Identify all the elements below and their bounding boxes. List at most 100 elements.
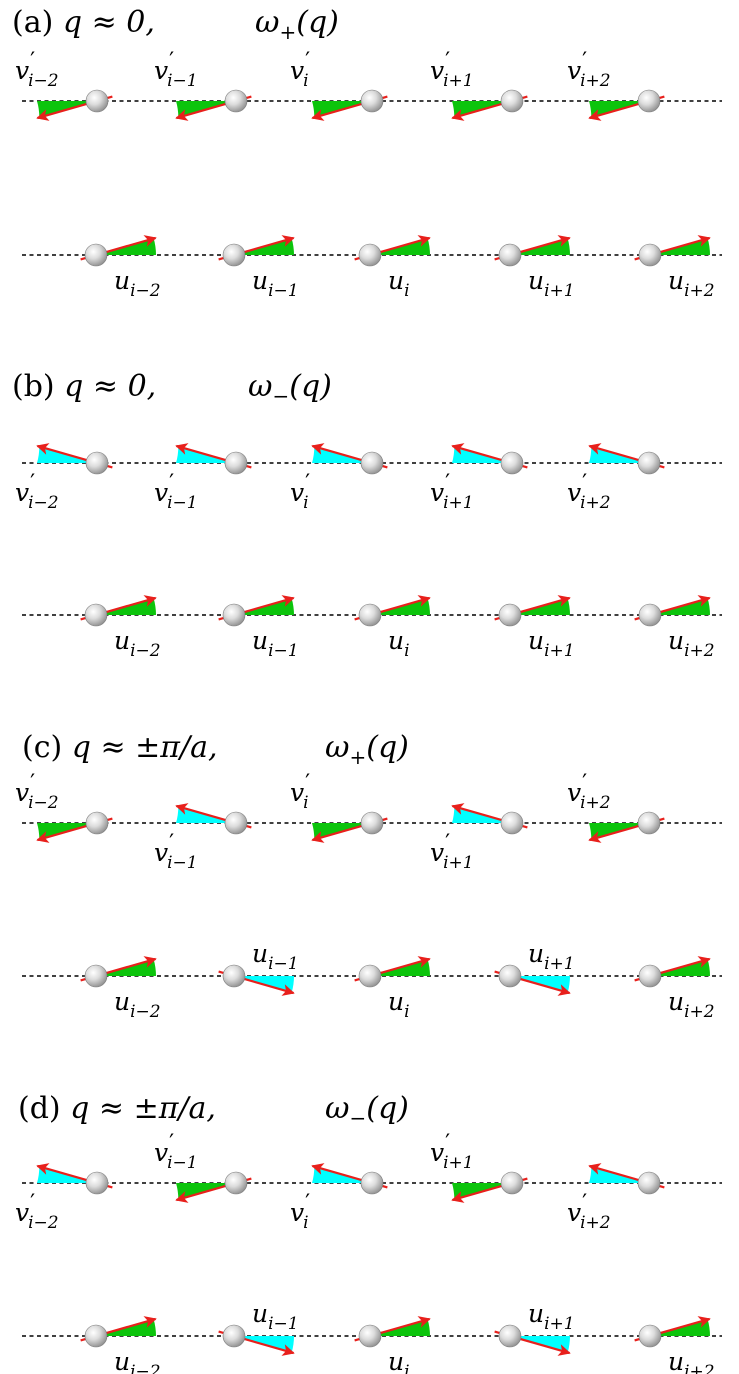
u-atom: ui bbox=[354, 956, 431, 1022]
atom-ball bbox=[358, 603, 382, 627]
u-atom: ui bbox=[354, 1316, 431, 1374]
u-atom: ui−2 bbox=[80, 956, 161, 1022]
atom-ball bbox=[224, 1171, 248, 1195]
v-atom: v′i bbox=[290, 49, 388, 121]
v-atom-label: v′i+2 bbox=[567, 49, 611, 91]
v-atom-label: v′i−1 bbox=[154, 1131, 198, 1173]
panel-omega: ω−(q) bbox=[325, 1091, 409, 1130]
atom-ball bbox=[500, 1171, 524, 1195]
v-atom: v′i+2 bbox=[567, 771, 665, 843]
atom-ball bbox=[360, 89, 384, 113]
u-atom-label: ui−2 bbox=[114, 266, 161, 301]
u-atom-label: ui+2 bbox=[668, 266, 715, 301]
v-atom-label: v′i bbox=[290, 771, 310, 813]
v-atom: v′i−1 bbox=[154, 443, 252, 513]
atom-ball bbox=[638, 243, 662, 267]
atom-ball bbox=[637, 451, 661, 475]
atom-ball bbox=[360, 1171, 384, 1195]
u-atom-label: ui+1 bbox=[528, 1299, 575, 1334]
atom-ball bbox=[637, 89, 661, 113]
u-atom-label: ui+2 bbox=[668, 1347, 715, 1374]
u-atom-label: ui+1 bbox=[528, 939, 575, 974]
atom-ball bbox=[637, 1171, 661, 1195]
v-atom: v′i bbox=[290, 1163, 388, 1233]
v-atom-label: v′i−2 bbox=[15, 1191, 59, 1233]
v-atom: v′i−2 bbox=[15, 49, 113, 121]
atom-ball bbox=[84, 243, 108, 267]
atom-ball bbox=[637, 811, 661, 835]
v-atom-label: v′i+2 bbox=[567, 771, 611, 813]
v-atom: v′i−1 bbox=[154, 49, 252, 121]
v-atom: v′i−1 bbox=[154, 803, 252, 873]
atom-ball bbox=[222, 1324, 246, 1348]
atom-ball bbox=[498, 243, 522, 267]
v-atom-label: v′i+1 bbox=[430, 49, 474, 91]
u-atom: ui−1 bbox=[218, 939, 299, 996]
v-atom: v′i−2 bbox=[15, 771, 113, 843]
u-atom: ui+2 bbox=[634, 1316, 715, 1374]
v-atom-label: v′i bbox=[290, 1191, 310, 1233]
v-atom-label: v′i−2 bbox=[15, 471, 59, 513]
atom-ball bbox=[358, 964, 382, 988]
v-atom: v′i+2 bbox=[567, 1163, 665, 1233]
atom-ball bbox=[360, 451, 384, 475]
atom-ball bbox=[638, 964, 662, 988]
v-atom-label: v′i−1 bbox=[154, 49, 198, 91]
atom-ball bbox=[222, 964, 246, 988]
u-atom-label: ui−1 bbox=[252, 1299, 299, 1334]
v-atom-label: v′i+2 bbox=[567, 1191, 611, 1233]
v-atom: v′i+2 bbox=[567, 443, 665, 513]
panel-title: (b) q ≈ 0, bbox=[12, 369, 156, 404]
v-atom-label: v′i+1 bbox=[430, 831, 474, 873]
v-atom-label: v′i+2 bbox=[567, 471, 611, 513]
atom-ball bbox=[222, 603, 246, 627]
u-atom-label: ui+2 bbox=[668, 626, 715, 661]
atom-ball bbox=[224, 89, 248, 113]
u-atom: ui−1 bbox=[218, 595, 299, 661]
v-atom: v′i+1 bbox=[430, 1131, 528, 1203]
u-atom: ui+1 bbox=[494, 235, 575, 301]
u-atom-label: ui−2 bbox=[114, 1347, 161, 1374]
v-atom-label: v′i+1 bbox=[430, 471, 474, 513]
atom-ball bbox=[224, 451, 248, 475]
v-atom: v′i bbox=[290, 771, 388, 843]
panel-title: (d) q ≈ ±π/a, bbox=[18, 1091, 216, 1126]
v-atom: v′i−2 bbox=[15, 443, 113, 513]
panel-omega: ω+(q) bbox=[325, 730, 409, 769]
atom-ball bbox=[84, 603, 108, 627]
atom-ball bbox=[498, 1324, 522, 1348]
u-atom-label: ui+1 bbox=[528, 266, 575, 301]
u-atom: ui+1 bbox=[494, 939, 575, 996]
u-atom-label: ui bbox=[388, 987, 410, 1022]
u-atom-label: ui−1 bbox=[252, 266, 299, 301]
v-atom: v′i bbox=[290, 443, 388, 513]
v-atom: v′i−1 bbox=[154, 1131, 252, 1203]
atom-ball bbox=[85, 811, 109, 835]
u-atom-label: ui bbox=[388, 1347, 410, 1374]
atom-ball bbox=[500, 89, 524, 113]
u-atom: ui−2 bbox=[80, 235, 161, 301]
u-atom: ui+1 bbox=[494, 595, 575, 661]
v-atom-label: v′i−2 bbox=[15, 771, 59, 813]
panel-omega: ω−(q) bbox=[248, 369, 332, 408]
atom-ball bbox=[84, 964, 108, 988]
u-atom-label: ui−2 bbox=[114, 626, 161, 661]
u-atom: ui bbox=[354, 595, 431, 661]
u-atom: ui bbox=[354, 235, 431, 301]
u-atom: ui+2 bbox=[634, 595, 715, 661]
u-atom: ui−1 bbox=[218, 1299, 299, 1356]
u-atom: ui+2 bbox=[634, 956, 715, 1022]
v-atom-label: v′i−1 bbox=[154, 831, 198, 873]
u-atom-label: ui+1 bbox=[528, 626, 575, 661]
u-atom: ui−1 bbox=[218, 235, 299, 301]
panel-d: (d) q ≈ ±π/a, ω−(q) v′i−2 v′i−1 v′i v′i+1 v′i+… bbox=[15, 1091, 722, 1374]
u-atom: ui−2 bbox=[80, 1316, 161, 1374]
atom-ball bbox=[638, 603, 662, 627]
u-atom: ui+2 bbox=[634, 235, 715, 301]
atom-ball bbox=[500, 811, 524, 835]
v-atom-label: v′i+1 bbox=[430, 1131, 474, 1173]
v-atom-label: v′i bbox=[290, 471, 310, 513]
u-atom: ui+1 bbox=[494, 1299, 575, 1356]
